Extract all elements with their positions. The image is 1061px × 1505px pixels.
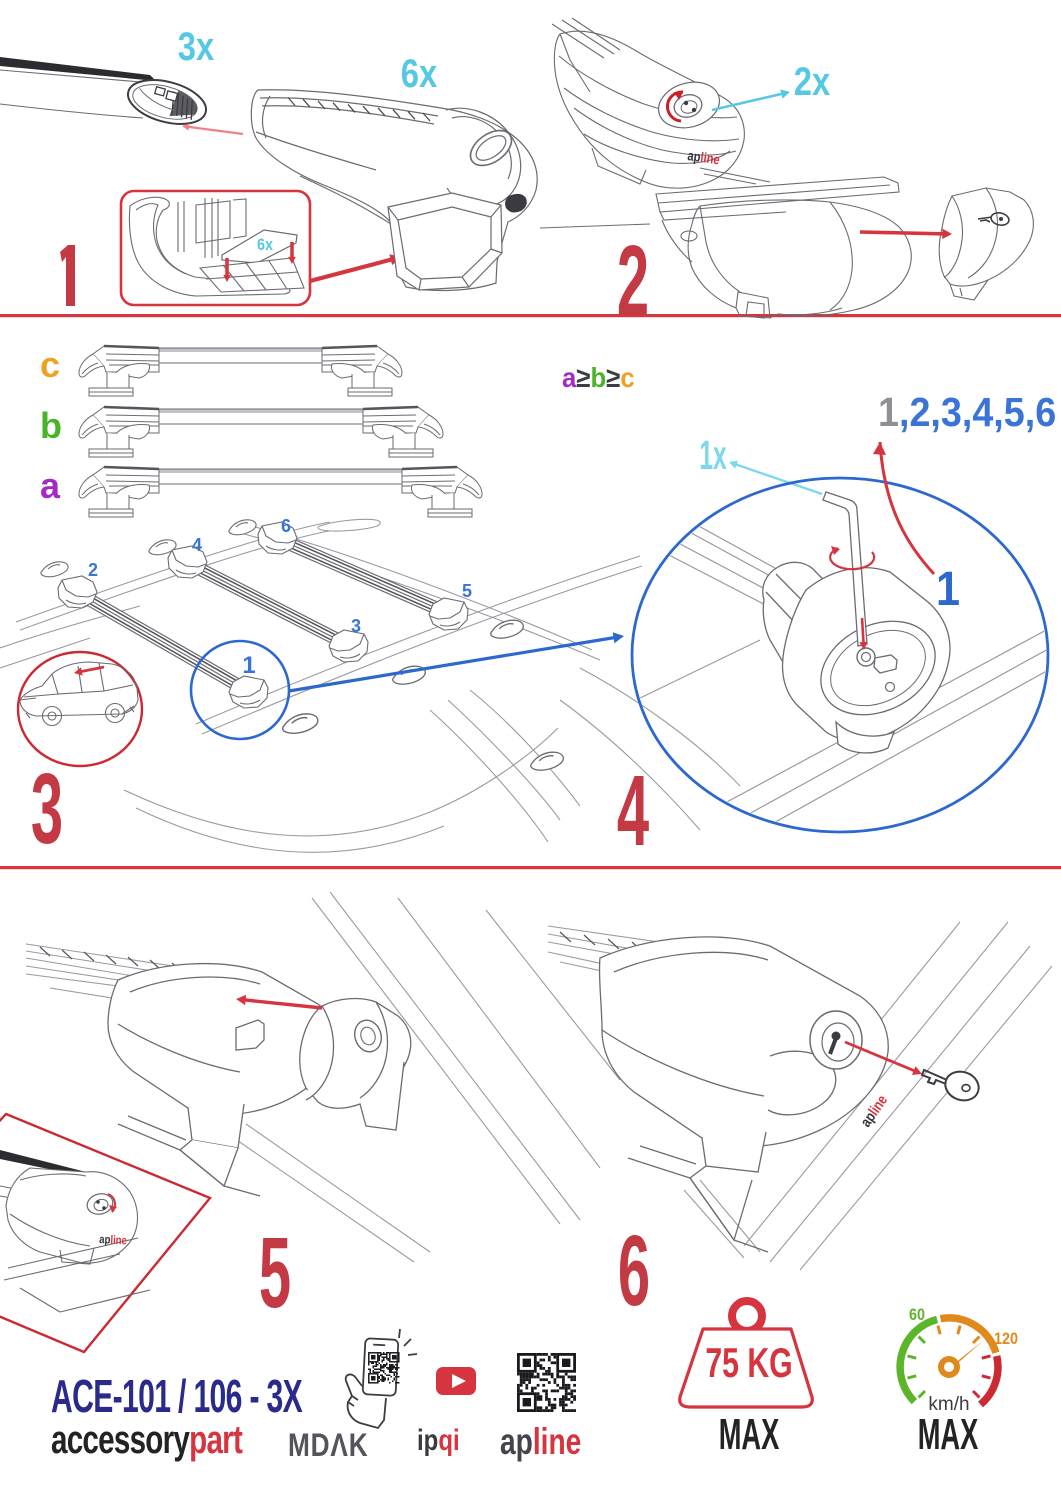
- svg-text:2x: 2x: [794, 59, 831, 104]
- svg-text:1: 1: [242, 652, 255, 679]
- svg-text:MAX: MAX: [918, 1409, 979, 1458]
- svg-text:60: 60: [909, 1306, 925, 1324]
- svg-text:5: 5: [259, 1218, 291, 1329]
- svg-text:a≥b≥c: a≥b≥c: [562, 362, 635, 393]
- svg-text:2: 2: [617, 226, 649, 337]
- svg-text:ipqi: ipqi: [417, 1422, 460, 1456]
- svg-text:5: 5: [462, 581, 472, 601]
- svg-text:c: c: [40, 344, 60, 385]
- svg-text:1,2,3,4,5,6: 1,2,3,4,5,6: [878, 390, 1056, 436]
- svg-text:75 KG: 75 KG: [705, 1339, 792, 1386]
- svg-text:1: 1: [936, 562, 960, 616]
- svg-text:6: 6: [618, 1216, 650, 1327]
- svg-text:a: a: [40, 465, 61, 506]
- svg-text:apline: apline: [687, 148, 721, 168]
- svg-text:1x: 1x: [699, 433, 727, 479]
- svg-text:km/h: km/h: [928, 1394, 969, 1415]
- svg-text:b: b: [40, 405, 62, 446]
- svg-text:MDΛK: MDΛK: [288, 1429, 369, 1464]
- svg-text:6: 6: [281, 516, 291, 536]
- svg-text:4: 4: [192, 535, 202, 555]
- svg-text:ACE-101 / 106 - 3X: ACE-101 / 106 - 3X: [51, 1372, 303, 1423]
- svg-text:120: 120: [994, 1330, 1018, 1348]
- svg-text:3: 3: [351, 616, 361, 636]
- svg-text:3x: 3x: [178, 24, 215, 69]
- svg-text:3: 3: [31, 754, 63, 865]
- svg-text:6x: 6x: [257, 236, 273, 254]
- svg-text:2: 2: [88, 560, 98, 580]
- svg-text:accessorypart: accessorypart: [51, 1418, 243, 1462]
- svg-text:4: 4: [617, 756, 650, 867]
- svg-text:apline: apline: [99, 1233, 127, 1248]
- svg-text:apline: apline: [500, 1420, 581, 1462]
- svg-text:6x: 6x: [401, 51, 438, 96]
- svg-text:MAX: MAX: [719, 1409, 780, 1458]
